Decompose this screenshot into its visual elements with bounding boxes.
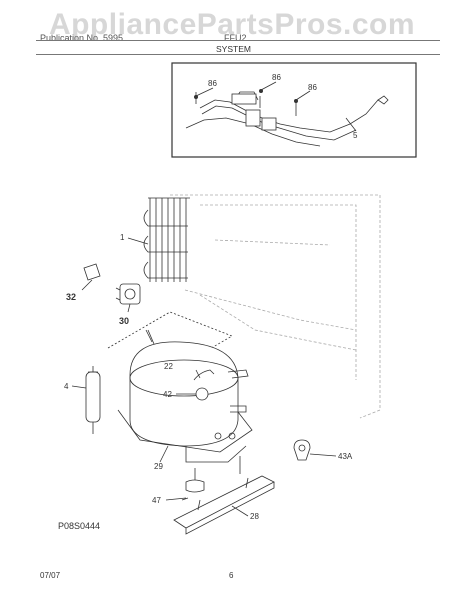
- part-32-clip: [83, 263, 101, 281]
- callout-28: 28: [250, 512, 259, 521]
- callout-86-left: 86: [208, 79, 217, 88]
- callout-43a: 43A: [338, 452, 353, 461]
- leader-1: [127, 237, 149, 245]
- leader-43a: [309, 453, 337, 457]
- screw-86-middle: [259, 89, 263, 93]
- leader-86-left: [195, 87, 214, 97]
- part-30-relay: [115, 283, 141, 305]
- screw-86-right: [294, 99, 298, 103]
- leader-47: [165, 497, 187, 501]
- wiring-inset-box: [171, 62, 417, 158]
- callout-86-middle: 86: [272, 73, 281, 82]
- footer-date: 07/07: [40, 571, 61, 580]
- callout-1: 1: [120, 233, 125, 242]
- header-rule-top: [36, 40, 440, 41]
- compressor: [117, 329, 253, 463]
- drier-filter: [85, 366, 101, 434]
- callout-4: 4: [64, 382, 69, 391]
- leader-86-middle: [260, 81, 277, 91]
- relay-mount-guide: [107, 311, 233, 373]
- publication-number: Publication No. 5995: [40, 33, 124, 43]
- condenser-coil: [143, 197, 190, 282]
- header-rule-bottom: [36, 54, 440, 55]
- callout-32: 32: [66, 292, 76, 302]
- leader-86-right: [295, 90, 311, 101]
- callout-29: 29: [154, 462, 163, 471]
- part-28-base-plate: [173, 475, 275, 535]
- part-43a-clip: [293, 439, 311, 461]
- leader-28: [231, 505, 249, 517]
- diagram-code: P08S0444: [58, 521, 101, 531]
- callout-86-right: 86: [308, 83, 317, 92]
- part-47-grommet: [181, 456, 241, 501]
- leader-22: [195, 369, 201, 379]
- wiring-harness: [185, 91, 389, 147]
- cabinet-outline: [170, 194, 381, 419]
- leader-30: [127, 303, 131, 313]
- leader-5: [345, 117, 357, 132]
- section-title: SYSTEM: [216, 44, 251, 54]
- leader-32: [81, 279, 93, 291]
- callout-22: 22: [164, 362, 173, 371]
- callout-47: 47: [152, 496, 161, 505]
- page-number: 6: [229, 571, 234, 580]
- screw-86-left: [194, 95, 198, 99]
- callout-30: 30: [119, 316, 129, 326]
- leader-29: [159, 445, 169, 463]
- leader-4: [71, 385, 87, 389]
- callout-42: 42: [163, 390, 172, 399]
- model-number: FFU2: [224, 33, 247, 43]
- callout-5: 5: [353, 131, 358, 140]
